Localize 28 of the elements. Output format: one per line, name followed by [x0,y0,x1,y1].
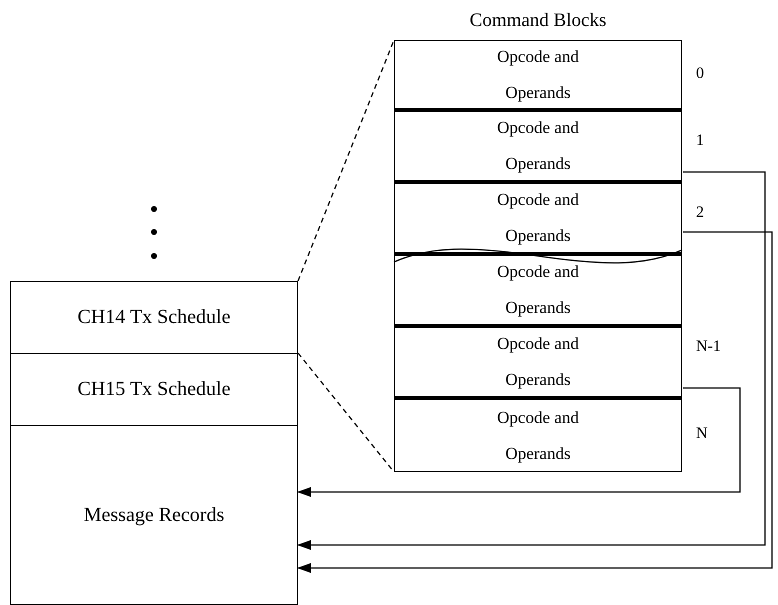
box-label: Message Records [84,504,224,526]
command-block [394,328,682,400]
block-text: Opcode and Operands [496,261,580,319]
records-box [10,425,298,605]
block-text: Opcode and Operands [496,46,580,104]
block-text: Opcode and Operands [496,333,580,391]
zoom-line [297,40,395,282]
command-block [394,256,682,328]
block-text: Opcode and Operands [496,189,580,247]
command-block [394,112,682,184]
block-text: Opcode and Operands [496,117,580,175]
block-text: Opcode and Operands [496,406,580,465]
block-index: N-1 [696,338,721,356]
block-index: N [696,425,708,443]
block-index: 1 [696,132,704,150]
command-block [394,400,682,472]
arrow [297,171,766,550]
block-index: 2 [696,204,704,222]
box-label: CH15 Tx Schedule [78,378,230,401]
box-label: CH14 Tx Schedule [78,306,230,329]
group-heading: Command Blocks [468,9,608,33]
arrow [297,387,741,497]
command-block [394,184,682,256]
schedule-box [10,281,298,353]
schedule-box [10,353,298,425]
command-block [394,40,682,112]
arrow [297,231,773,573]
block-index: 0 [696,65,704,83]
